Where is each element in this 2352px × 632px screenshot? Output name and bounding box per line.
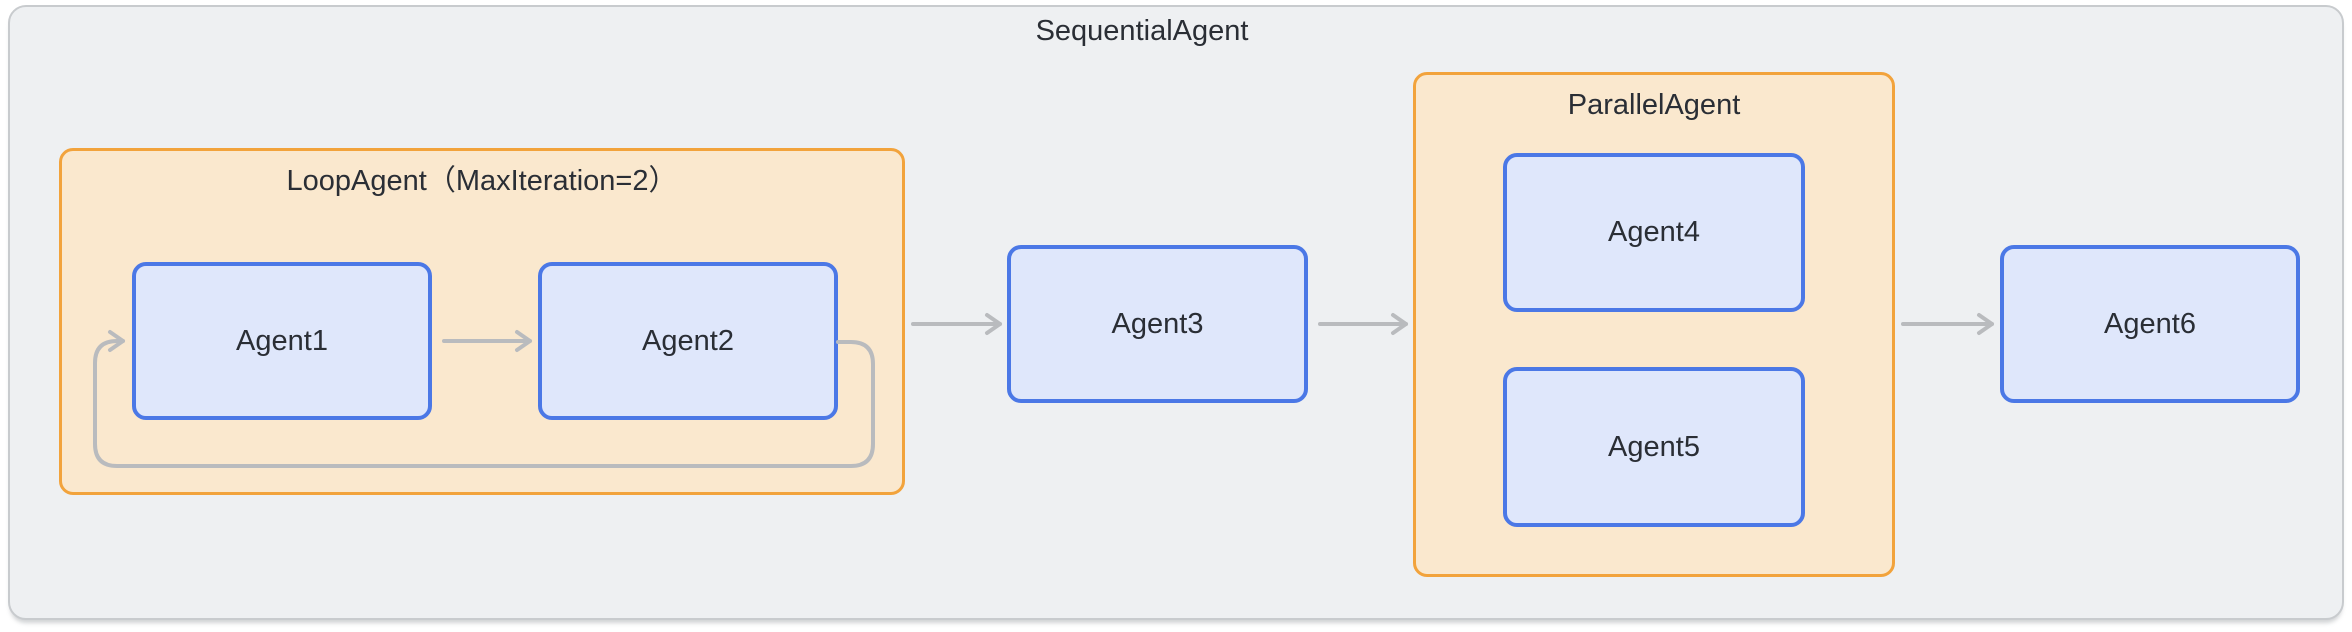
loop-agent-label: LoopAgent（MaxIteration=2）: [286, 165, 678, 197]
node-agent4: Agent4: [1503, 153, 1805, 312]
node-agent3: Agent3: [1007, 245, 1308, 403]
parallel-agent-label: ParallelAgent: [1567, 89, 1741, 121]
node-agent2: Agent2: [538, 262, 838, 420]
sequential-agent-title: SequentialAgent: [1035, 15, 1249, 47]
node-agent6: Agent6: [2000, 245, 2300, 403]
node-agent6-label: Agent6: [2104, 307, 2196, 340]
node-agent2-label: Agent2: [642, 324, 734, 357]
node-agent5: Agent5: [1503, 367, 1805, 527]
node-agent5-label: Agent5: [1608, 430, 1700, 463]
node-agent1: Agent1: [132, 262, 432, 420]
node-agent4-label: Agent4: [1608, 216, 1700, 248]
node-agent1-label: Agent1: [236, 324, 328, 357]
node-agent3-label: Agent3: [1111, 307, 1204, 340]
